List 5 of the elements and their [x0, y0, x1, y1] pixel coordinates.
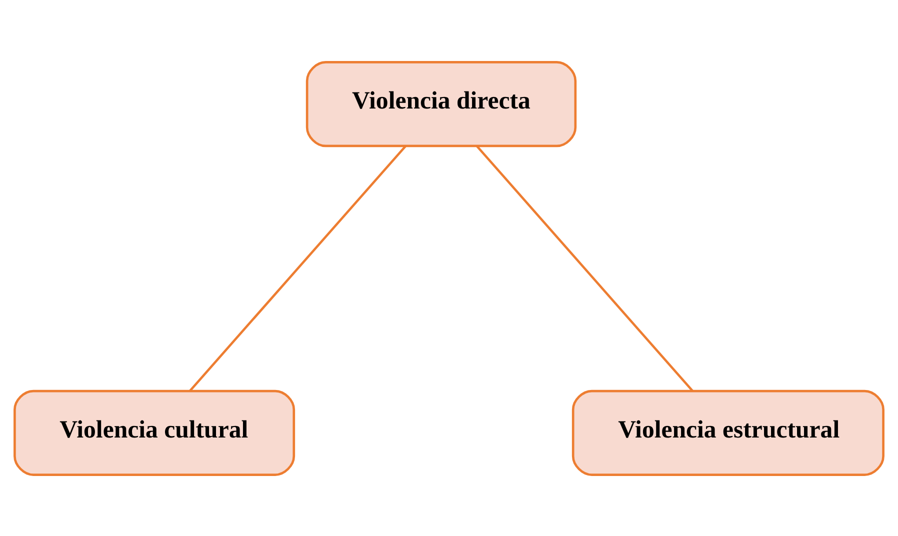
- connector: [189, 144, 406, 392]
- node-box: Violencia cultural: [14, 389, 296, 476]
- node-box: Violencia estructural: [572, 389, 884, 476]
- node-box: Violencia directa: [306, 60, 577, 147]
- connector: [476, 144, 694, 392]
